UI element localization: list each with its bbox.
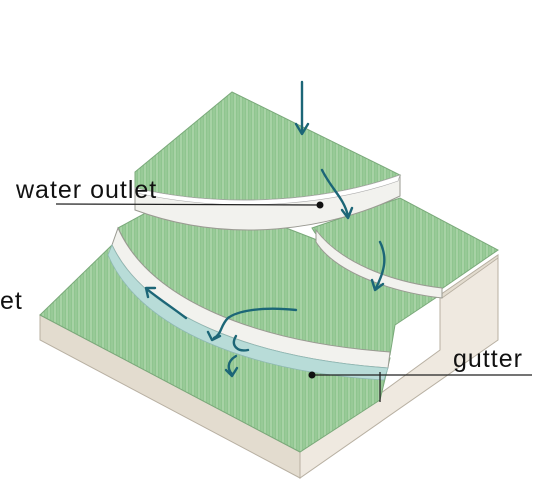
right-terrace-wall [315,228,443,299]
water-outlet-leader-line [55,203,321,206]
label-dot-icon [308,371,316,379]
flow-arrow-icon [340,206,354,220]
flow-arrow-icon [227,354,238,376]
flow-arrow-icon [374,240,386,290]
flow-arrow-icon [320,168,350,218]
label-dot-icon [316,201,324,209]
gutter-label: gutter [453,345,523,373]
water-outlet-label: water outlet [16,176,158,204]
flow-arrow-icon [146,288,188,320]
flow-arrow-icon [206,330,222,342]
flow-arrow-icon [144,286,157,299]
flow-arrow-icon [294,122,310,136]
flow-arrow-icon [370,278,385,292]
top-terrace-ledge [134,174,401,206]
flow-arrow-icon [232,334,250,352]
flow-arrow-icon [224,366,239,378]
top-terrace-surface [134,91,402,201]
inlet-label-fragment: et [0,287,23,315]
flow-arrow-icon [212,307,298,340]
